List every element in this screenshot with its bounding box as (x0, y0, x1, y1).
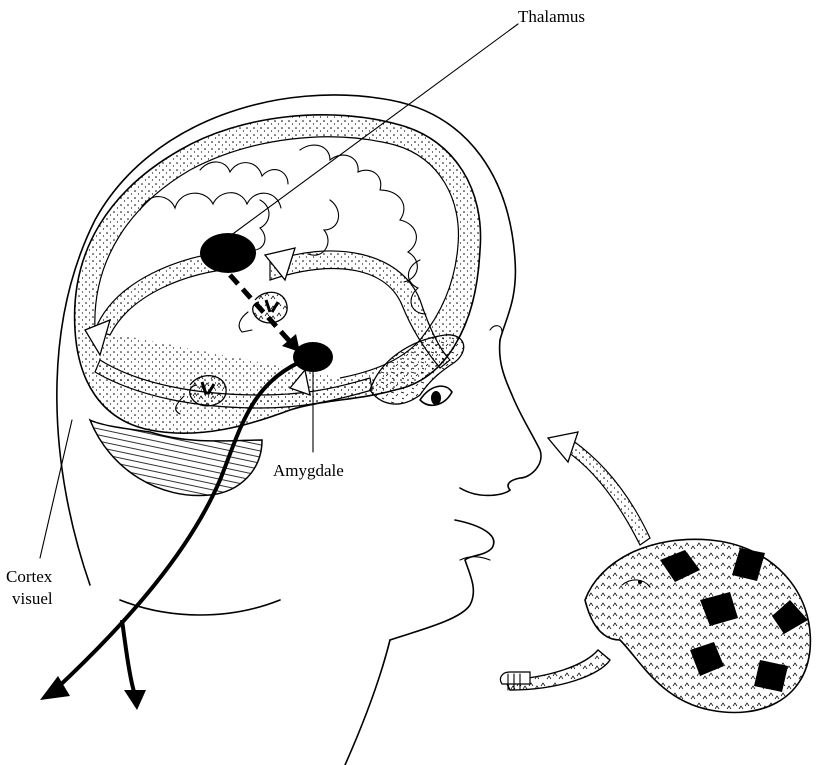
visual-cortex-label-line2: visuel (12, 590, 53, 609)
visual-cortex-label-line1: Cortex (6, 568, 52, 587)
snake-to-eye-arrow (548, 432, 650, 545)
thalamus-label: Thalamus (518, 8, 585, 27)
amygdala-label: Amygdale (273, 462, 344, 481)
thalamus-node (200, 233, 256, 273)
snake-icon (500, 539, 810, 712)
amygdala-node (293, 342, 333, 372)
